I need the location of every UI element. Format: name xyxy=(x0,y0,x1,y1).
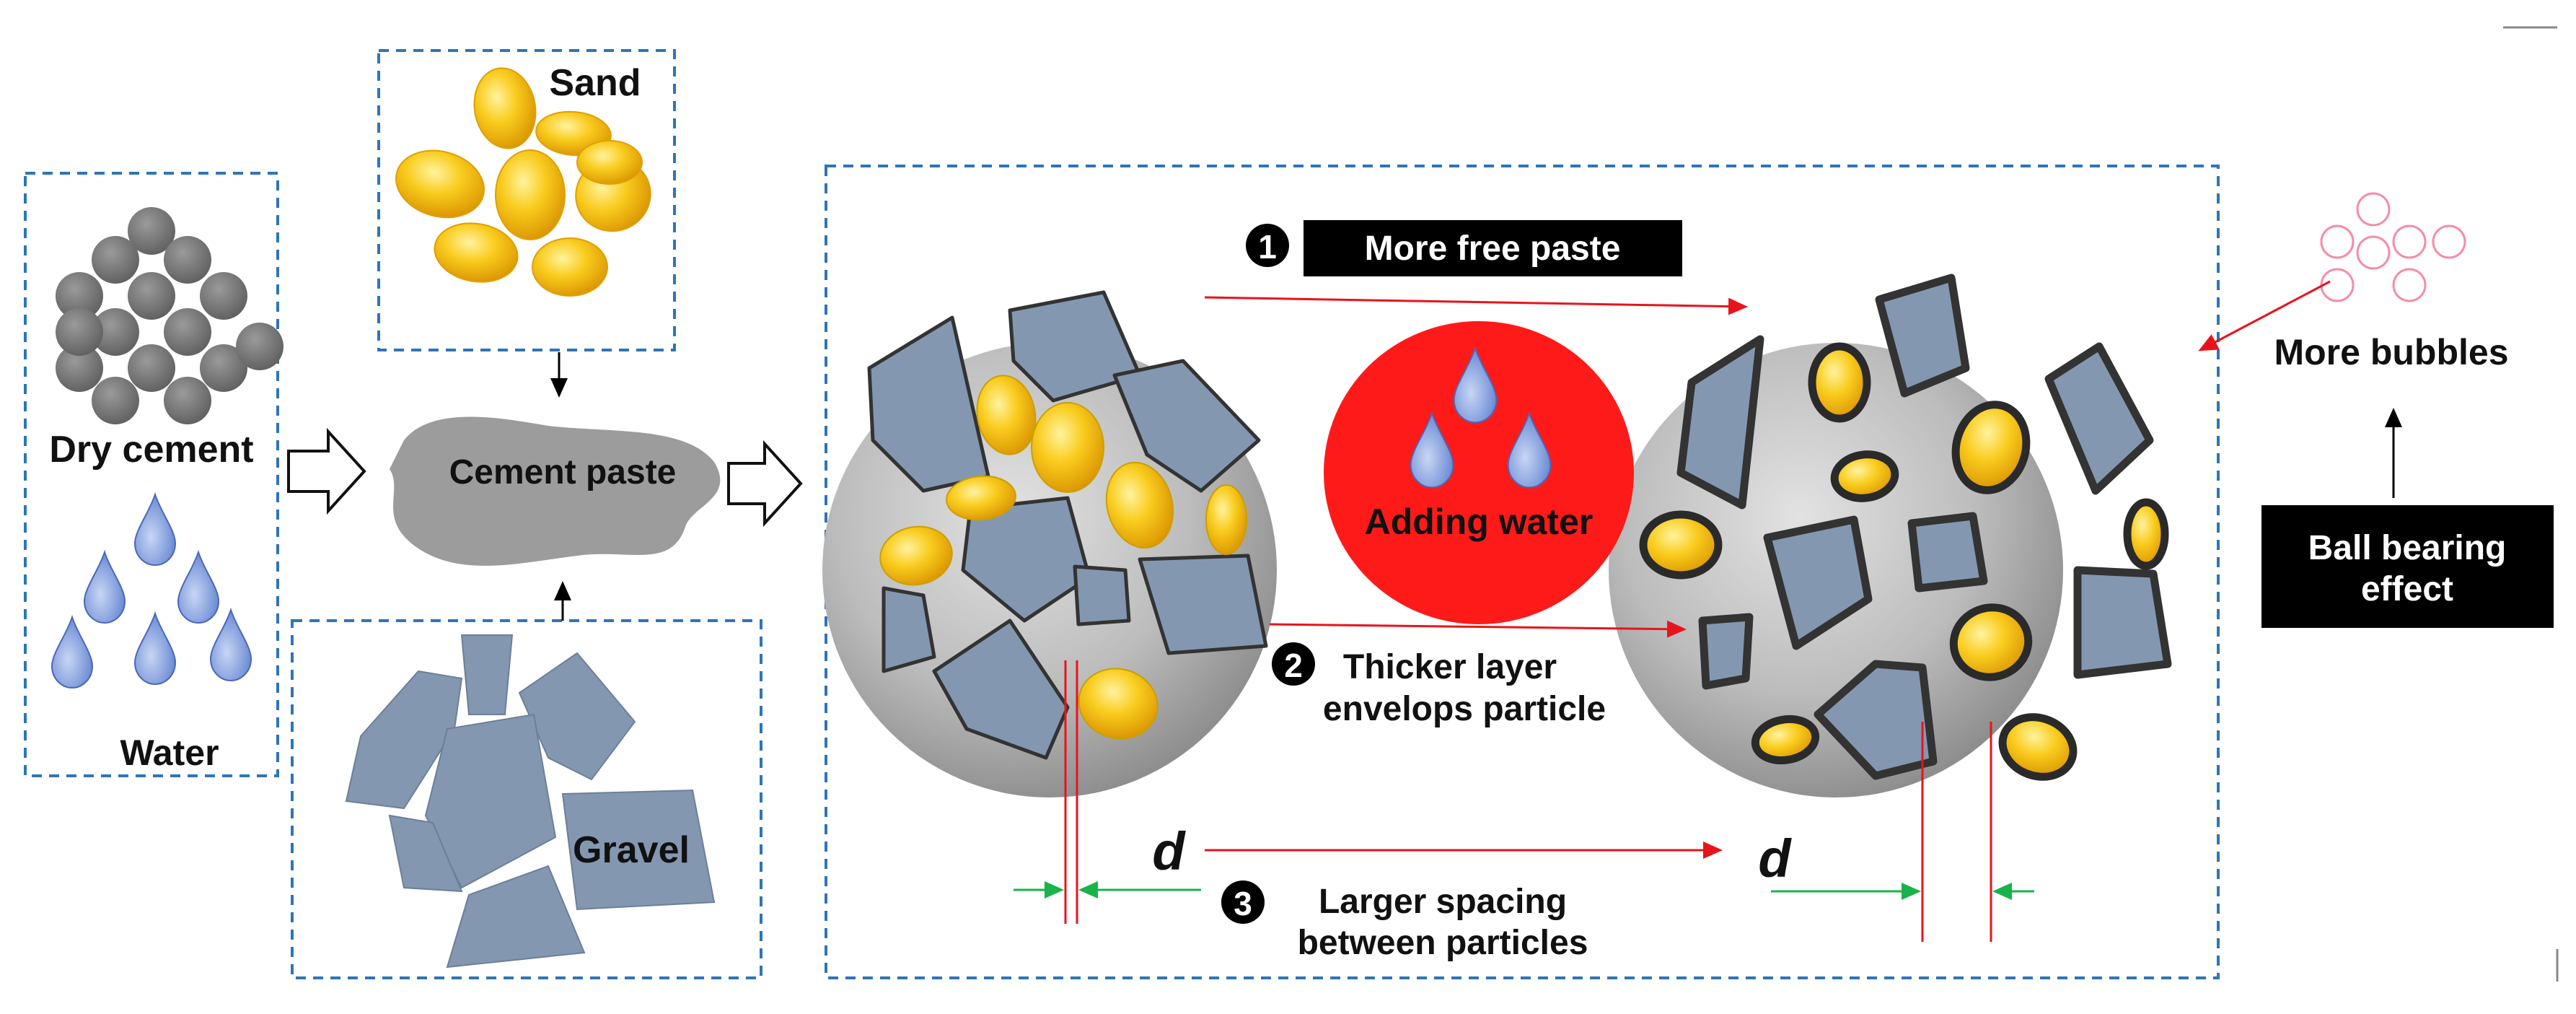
ball-bearing-label-line1: Ball bearing xyxy=(2308,529,2507,567)
sand-grain xyxy=(1949,603,2033,681)
ingredients-to-paste-arrow xyxy=(287,427,366,515)
cement-particle xyxy=(164,308,211,356)
sand-grain xyxy=(1998,713,2078,781)
sand-grain xyxy=(1078,668,1159,740)
cement-particle xyxy=(200,344,247,392)
water-drop-icon xyxy=(177,549,220,624)
cement-particle xyxy=(164,236,211,284)
sand-grain xyxy=(946,475,1016,521)
step-1-box xyxy=(1304,220,1682,276)
water-drop-icon xyxy=(1453,346,1498,424)
cement-particle xyxy=(56,308,103,356)
paste-to-mix-arrow xyxy=(727,440,803,528)
sand-icon xyxy=(395,67,651,297)
adding-water-drops-icon xyxy=(1410,346,1552,489)
dry-cement-icon xyxy=(56,207,283,424)
water-drop-icon xyxy=(1507,411,1552,489)
water-drop-icon xyxy=(133,491,177,567)
cement-particle xyxy=(164,377,211,424)
bubble xyxy=(2356,235,2391,270)
step-1-arrow xyxy=(1204,296,1748,315)
bubbles-to-circle-arrow xyxy=(2198,280,2331,351)
step-1-label: More free paste xyxy=(1365,230,1621,268)
step-3-label-line2: between particles xyxy=(1298,924,1588,962)
cement-particle xyxy=(128,272,175,320)
step-2-label-line1: Thicker layer xyxy=(1343,648,1557,686)
dry-cement-label: Dry cement xyxy=(49,429,253,471)
mixture-before-gravel xyxy=(867,290,1268,760)
sand-grain xyxy=(2123,498,2169,570)
cement-particle xyxy=(92,308,139,356)
bubble xyxy=(2392,224,2427,259)
sand-grain xyxy=(976,375,1037,455)
water-drops-icon xyxy=(50,491,252,689)
sand-grain xyxy=(434,222,519,283)
water-drop-icon xyxy=(50,614,94,689)
sand-grain xyxy=(532,237,608,297)
cement-particle xyxy=(128,344,175,392)
cement-paste-label: Cement paste xyxy=(449,453,677,491)
sand-grain xyxy=(395,149,485,219)
water-drop-icon xyxy=(209,607,252,682)
sand-grain xyxy=(1031,402,1104,493)
bubble xyxy=(2320,268,2355,302)
sand-grain xyxy=(1951,401,2031,494)
spacing-indicator-before xyxy=(1014,660,1201,924)
cement-particle xyxy=(200,272,247,320)
step-2-label-line2: envelops particle xyxy=(1323,690,1606,728)
bubble xyxy=(2356,192,2391,227)
sand-label: Sand xyxy=(549,62,641,104)
cement-particle xyxy=(56,344,103,392)
cement-paste-blob xyxy=(390,416,721,566)
bubble xyxy=(2392,268,2427,302)
more-bubbles-label: More bubbles xyxy=(2274,332,2508,372)
adding-water-label: Adding water xyxy=(1365,502,1593,542)
ball-bearing-label-line2: effect xyxy=(2361,570,2453,608)
sand-grain xyxy=(879,525,953,586)
bubbles-icon xyxy=(2320,192,2466,302)
bubble xyxy=(2432,224,2466,259)
sand-grain xyxy=(1105,461,1174,549)
spacing-d-right: d xyxy=(1758,829,1792,888)
spacing-indicator-after xyxy=(1771,722,2034,942)
step-1-badge xyxy=(1246,224,1289,267)
sand-grain xyxy=(473,67,537,149)
sand-box xyxy=(377,49,676,351)
cement-particle xyxy=(236,323,283,370)
step-2-badge xyxy=(1272,642,1315,686)
mixture-after-gravel xyxy=(1676,274,2172,780)
water-drop-icon xyxy=(1410,411,1454,489)
step-3-label-line1: Larger spacing xyxy=(1319,883,1567,921)
water-drop-icon xyxy=(83,549,126,624)
water-drop-icon xyxy=(133,611,177,686)
step-3-number: 3 xyxy=(1234,885,1252,922)
gravel-icon xyxy=(345,634,716,969)
sand-grain xyxy=(1639,510,1723,580)
cement-particle xyxy=(92,236,139,284)
sand-grain xyxy=(1751,714,1820,765)
gravel-label: Gravel xyxy=(573,829,690,871)
step-2-number: 2 xyxy=(1284,647,1303,684)
water-label: Water xyxy=(120,733,219,773)
cement-particle xyxy=(56,272,103,320)
step-3-badge xyxy=(1221,880,1265,924)
step-2-arrow xyxy=(1269,620,1687,638)
bubble xyxy=(2320,224,2355,259)
step-1-number: 1 xyxy=(1258,228,1277,266)
ball-bearing-box xyxy=(2261,505,2554,628)
adding-water-ellipse xyxy=(1324,321,1634,624)
sand-grain xyxy=(495,149,566,240)
sand-grain xyxy=(1205,484,1247,555)
mixture-before-sand xyxy=(879,375,1247,740)
ingredients-box xyxy=(24,172,279,777)
sand-grain xyxy=(576,140,643,185)
sand-grain xyxy=(1830,450,1899,502)
sand-grain xyxy=(1808,342,1871,423)
cement-particle xyxy=(128,207,175,255)
spacing-d-left: d xyxy=(1152,821,1186,881)
mixture-after-sand xyxy=(1639,342,2169,781)
cement-particle xyxy=(92,377,139,424)
gravel-box xyxy=(291,619,762,979)
